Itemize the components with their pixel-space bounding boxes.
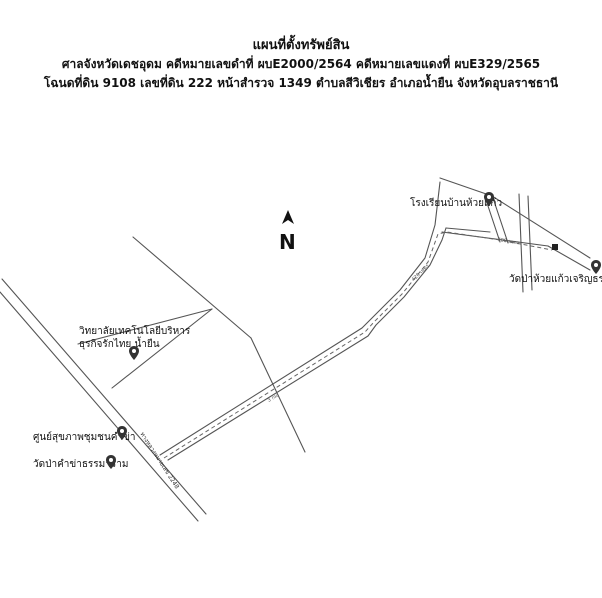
village-road-cross xyxy=(484,196,501,243)
highway-2248-edge-a xyxy=(0,291,199,522)
label-temple-west: วัดป่าคำข่าธรรมาราม xyxy=(33,459,129,470)
route-dashed-line xyxy=(163,231,553,459)
label-school: โรงเรียนบ้านห้วยแก้ว xyxy=(410,198,503,209)
court-case-line: ศาลจังหวัดเดชอุดม คดีหมายเลขดำที่ ผบE200… xyxy=(61,57,541,71)
pin-college-icon xyxy=(129,346,139,360)
road-college xyxy=(77,308,213,345)
land-deed-line: โฉนดที่ดิน 9108 เลขที่ดิน 222 หน้าสำรวจ … xyxy=(43,76,559,90)
label-college-line2: ธุรกิจรักไทย น้ำยืน xyxy=(79,339,160,350)
highway-2248-edge-b xyxy=(1,278,207,515)
map-title: แผนที่ตั้งทรัพย์สิน xyxy=(252,38,350,53)
road-connector xyxy=(111,308,213,389)
access-road-edge-a xyxy=(159,181,441,456)
road-north-diagonal-cont xyxy=(250,337,306,453)
village-road-inner xyxy=(445,227,491,233)
village-road-cross-b xyxy=(492,197,509,244)
label-college-line1: วิทยาลัยเทคโนโลยีบริหาร xyxy=(79,326,191,337)
label-health-center: ศูนย์สุขภาพชุมชนคำข่า xyxy=(33,432,136,443)
pin-temple-west-icon xyxy=(106,455,116,469)
pin-school-icon xyxy=(484,192,494,206)
property-marker xyxy=(552,244,558,250)
village-road-north-b xyxy=(491,195,591,259)
pin-temple-east-icon xyxy=(591,260,601,274)
title-block: แผนที่ตั้งทรัพย์สิน ศาลจังหวัดเดชอุดม คด… xyxy=(0,36,602,93)
village-road-east xyxy=(518,193,524,293)
road-north-diagonal xyxy=(132,236,252,339)
village-road-east-b xyxy=(527,195,533,291)
pin-health-center-icon xyxy=(117,426,127,440)
north-letter: N xyxy=(279,230,296,254)
access-road-edge-b xyxy=(167,227,447,461)
label-temple-east: วัดป่าห้วยแก้วเจริญธรรม xyxy=(509,274,602,285)
village-road-north xyxy=(439,177,493,197)
north-arrow-icon xyxy=(282,210,294,224)
